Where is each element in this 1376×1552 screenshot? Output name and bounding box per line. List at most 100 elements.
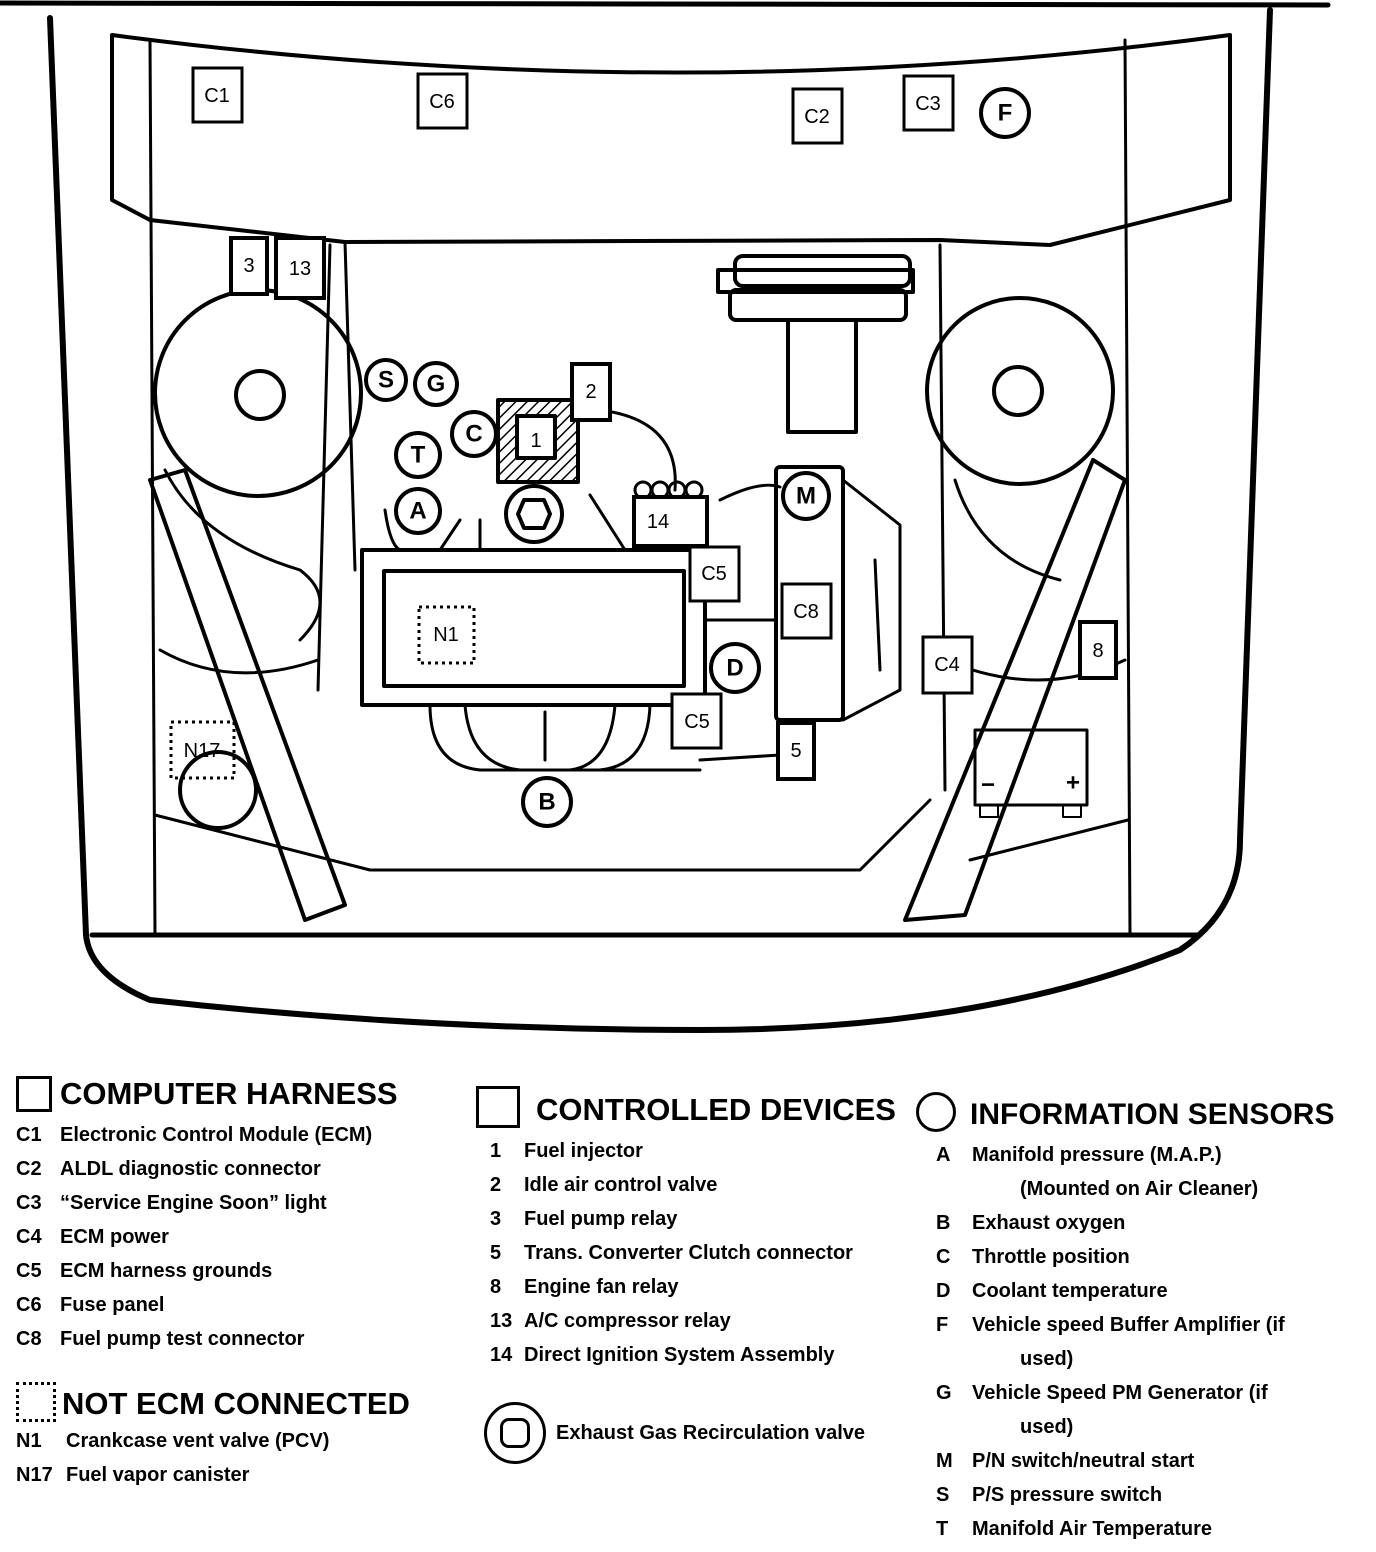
legend-computer-harness-title: COMPUTER HARNESS (60, 1076, 398, 1111)
iac-2-box (570, 362, 612, 422)
legend-code: 14 (490, 1344, 513, 1366)
legend-code: 5 (490, 1242, 502, 1264)
label-n17: N17 (184, 740, 221, 762)
legend-row: used) (936, 1410, 1334, 1444)
label-c3: C3 (915, 93, 941, 115)
label-5: 5 (790, 740, 801, 762)
legend-code (936, 1342, 972, 1376)
label-8: 8 (1092, 640, 1103, 662)
label-c5-lower: C5 (684, 711, 710, 733)
dis-14-box (632, 495, 709, 548)
d-circle (709, 642, 761, 694)
c-circle (450, 410, 498, 458)
legend-description: Fuel pump relay (524, 1208, 678, 1230)
legend-information-sensors-header: INFORMATION SENSORS (916, 1092, 1334, 1132)
legend-code: C3 (16, 1192, 42, 1214)
legend-row: C3 “Service Engine Soon” light (16, 1186, 398, 1220)
legend-code: C4 (16, 1226, 42, 1248)
legend-code: C (936, 1246, 951, 1268)
relay-3-box (229, 236, 269, 296)
legend-code: 2 (490, 1174, 502, 1196)
legend-code: B (936, 1212, 951, 1234)
legend-code: N1 (16, 1430, 42, 1452)
battery-plus: + (1066, 770, 1080, 797)
label-c8: C8 (793, 601, 819, 623)
legend-description: “Service Engine Soon” light (60, 1192, 327, 1214)
legend-description: Fuel pump test connector (60, 1328, 305, 1350)
legend-description: Electronic Control Module (ECM) (60, 1124, 373, 1146)
legend-controlled-devices-header: CONTROLLED DEVICES (476, 1086, 896, 1128)
c8-box (780, 582, 833, 640)
legend-description: Exhaust oxygen (972, 1212, 1126, 1234)
legend-description: used) (1020, 1416, 1074, 1438)
legend-description: Fuel vapor canister (66, 1464, 250, 1486)
legend-description: P/S pressure switch (972, 1484, 1163, 1506)
legend-code: C8 (16, 1328, 42, 1350)
legend-code: F (936, 1314, 949, 1336)
tcc-5-box (776, 721, 816, 781)
label-m: M (796, 483, 816, 510)
legend-description: Throttle position (972, 1246, 1130, 1268)
c4-box (921, 635, 974, 695)
legend-code (936, 1172, 972, 1206)
legend-description: Engine fan relay (524, 1276, 679, 1298)
legend-row: N17 Fuel vapor canister (16, 1458, 410, 1492)
circle-symbol-icon (916, 1092, 956, 1132)
c3-box (902, 74, 955, 132)
legend-not-ecm: NOT ECM CONNECTED N1 Crankcase vent valve… (16, 1382, 410, 1492)
legend-code: C2 (16, 1158, 42, 1180)
c2-box (791, 87, 844, 145)
legend-controlled-devices-title: CONTROLLED DEVICES (536, 1092, 896, 1127)
label-c5-upper: C5 (701, 563, 727, 585)
legend-description: Crankcase vent valve (PCV) (66, 1430, 330, 1452)
label-d: D (726, 655, 743, 682)
label-13: 13 (289, 258, 311, 280)
label-s: S (378, 367, 394, 394)
legend-not-ecm-title: NOT ECM CONNECTED (62, 1386, 410, 1421)
egr-legend-item: Exhaust Gas Recirculation valve (484, 1402, 865, 1464)
n17-dotted-box (169, 720, 236, 780)
egr-label: Exhaust Gas Recirculation valve (556, 1421, 866, 1444)
engine-compartment-diagram: C1 C6 C2 C3 F 3 13 S G 2 C 1 T A M 14 C5… (0, 0, 1331, 1033)
legend-row: C1 Electronic Control Module (ECM) (16, 1118, 398, 1152)
legend-description: (Mounted on Air Cleaner) (1020, 1178, 1259, 1200)
legend-row: C8 Fuel pump test connector (16, 1322, 398, 1356)
label-a: A (409, 498, 426, 525)
legend-description: Fuse panel (60, 1294, 165, 1316)
box-symbol-icon (16, 1076, 52, 1112)
legend-description: Vehicle speed Buffer Amplifier (if (972, 1314, 1285, 1336)
label-14: 14 (647, 511, 669, 533)
legend-code: C1 (16, 1124, 42, 1146)
t-circle (394, 431, 442, 479)
legend-row: (Mounted on Air Cleaner) (936, 1172, 1334, 1206)
legend-description: Vehicle Speed PM Generator (if (972, 1382, 1268, 1404)
label-n1: N1 (433, 624, 459, 646)
c1-box (191, 66, 244, 124)
legend-description: used) (1020, 1348, 1074, 1370)
legend-not-ecm-header: NOT ECM CONNECTED (16, 1382, 410, 1422)
legend-description: P/N switch/neutral start (972, 1450, 1195, 1472)
c5-box-lower (670, 692, 723, 750)
label-c1: C1 (204, 85, 230, 107)
legend-code: 13 (490, 1310, 513, 1332)
legend-row: B Exhaust oxygen (936, 1206, 1334, 1240)
label-g: G (427, 371, 446, 398)
legend-row: N1 Crankcase vent valve (PCV) (16, 1424, 410, 1458)
battery-minus: − (981, 772, 995, 799)
legend-code: N17 (16, 1464, 53, 1486)
label-3: 3 (243, 255, 254, 277)
legend-code (936, 1410, 972, 1444)
